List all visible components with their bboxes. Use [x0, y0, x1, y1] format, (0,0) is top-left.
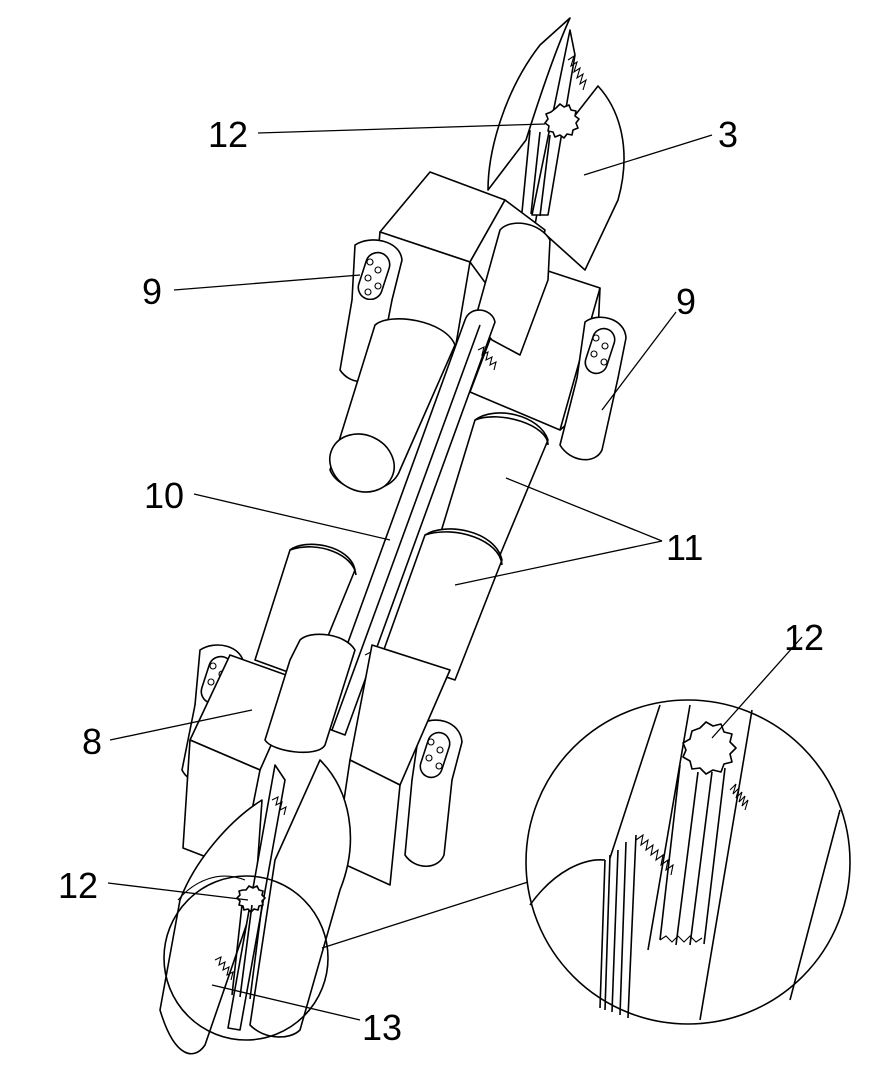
upper-right-roller	[439, 412, 549, 556]
magnified-detail-view	[525, 699, 851, 1025]
detail-marker-circle	[163, 875, 329, 1041]
callout-12-bottom: 12	[58, 865, 98, 906]
upper-left-roller	[329, 318, 456, 493]
top-blade-assembly	[487, 17, 625, 271]
callout-9-left: 9	[142, 271, 162, 312]
callout-3: 3	[718, 114, 738, 155]
spring-module-upper-right	[559, 316, 627, 461]
callout-10: 10	[144, 475, 184, 516]
lower-left-roller	[254, 543, 357, 681]
callout-8: 8	[82, 721, 102, 762]
bottom-blade-assembly	[159, 759, 352, 1055]
callout-11: 11	[666, 527, 703, 568]
callout-9-right: 9	[676, 281, 696, 322]
spring-module-lower-right	[404, 719, 463, 868]
middle-right-roller	[381, 528, 503, 681]
callout-labels: 12 3 9 9 10 11 12 8 12 13	[58, 114, 824, 1048]
leader-lines	[107, 123, 803, 1021]
callout-13: 13	[362, 1007, 402, 1048]
callout-12-detail: 12	[784, 617, 824, 658]
lower-slider-cap	[264, 633, 356, 754]
callout-12-top: 12	[208, 114, 248, 155]
